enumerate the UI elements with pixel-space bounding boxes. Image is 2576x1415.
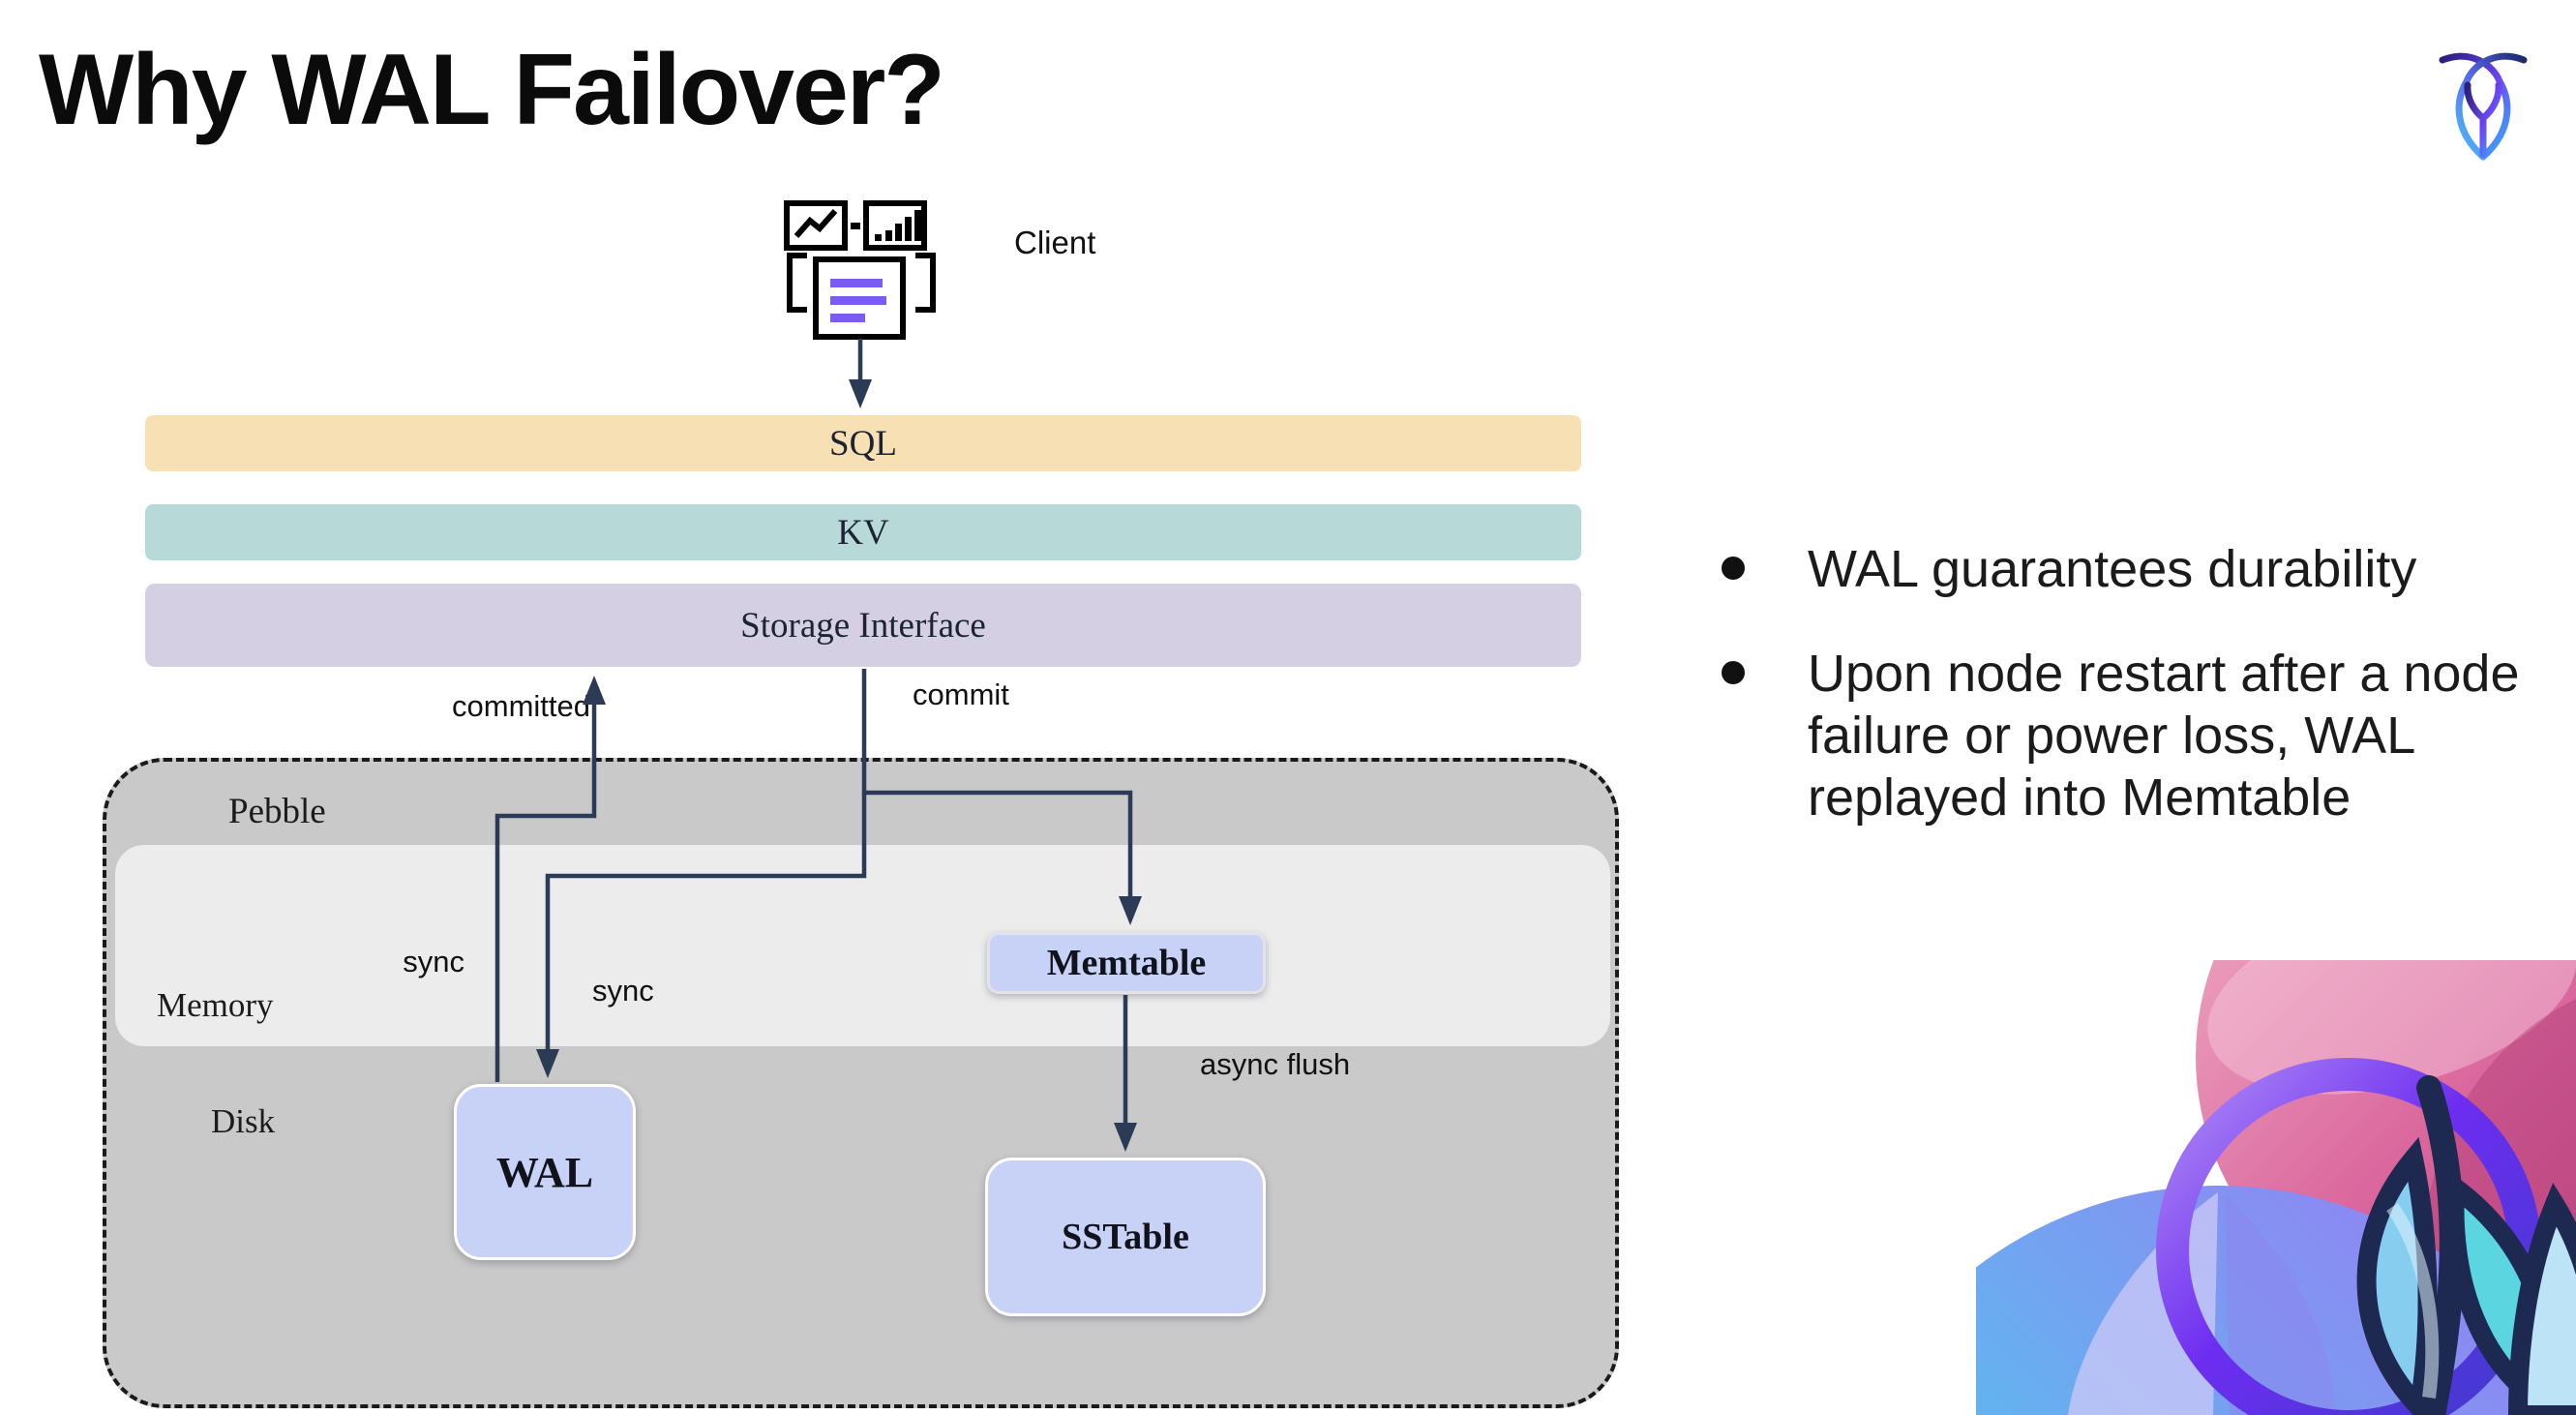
edge-label-sync-left: sync bbox=[403, 945, 464, 978]
bullet-text: Upon node restart after a node failure o… bbox=[1808, 645, 2520, 827]
memtable-node-label: Memtable bbox=[1046, 943, 1207, 983]
wal-node-label: WAL bbox=[495, 1148, 594, 1196]
disk-label: Disk bbox=[211, 1102, 276, 1140]
client-label: Client bbox=[1014, 225, 1096, 260]
page-title: Why WAL Failover? bbox=[39, 34, 945, 146]
memory-label: Memory bbox=[157, 986, 274, 1024]
layer-bar-sql-label: SQL bbox=[829, 423, 897, 464]
layer-bar-storage-interface: Storage Interface bbox=[145, 584, 1581, 667]
list-item: Upon node restart after a node failure o… bbox=[1722, 643, 2554, 828]
edge-label-committed: committed bbox=[452, 689, 590, 723]
edge-label-commit: commit bbox=[913, 677, 1009, 711]
line-chart-icon bbox=[784, 200, 848, 251]
client-workstation-icon bbox=[784, 200, 936, 340]
layer-bar-storage-label: Storage Interface bbox=[740, 605, 986, 646]
wal-node: WAL bbox=[454, 1084, 636, 1260]
pebble-container: Pebble Memory Disk bbox=[103, 758, 1619, 1408]
layer-bar-kv-label: KV bbox=[837, 512, 889, 553]
document-icon bbox=[787, 253, 936, 340]
bullet-icon bbox=[1722, 661, 1745, 684]
edge-label-sync-right: sync bbox=[592, 974, 654, 1008]
pebble-title: Pebble bbox=[228, 792, 326, 831]
memtable-node: Memtable bbox=[987, 932, 1266, 994]
bullet-text: WAL guarantees durability bbox=[1808, 540, 2417, 598]
bullet-icon bbox=[1722, 557, 1745, 580]
bullet-list: WAL guarantees durability Upon node rest… bbox=[1722, 538, 2554, 828]
edge-label-async-flush: async flush bbox=[1200, 1047, 1351, 1081]
bar-chart-icon bbox=[863, 200, 927, 251]
sstable-node: SSTable bbox=[985, 1158, 1266, 1316]
cockroachdb-logo bbox=[2439, 52, 2528, 161]
sstable-node-label: SSTable bbox=[1062, 1217, 1189, 1257]
layer-bar-kv: KV bbox=[145, 504, 1581, 560]
layer-bar-sql: SQL bbox=[145, 415, 1581, 471]
brand-sphere-illustration bbox=[1976, 960, 2576, 1415]
list-item: WAL guarantees durability bbox=[1722, 538, 2554, 600]
dash-connector bbox=[851, 223, 860, 229]
